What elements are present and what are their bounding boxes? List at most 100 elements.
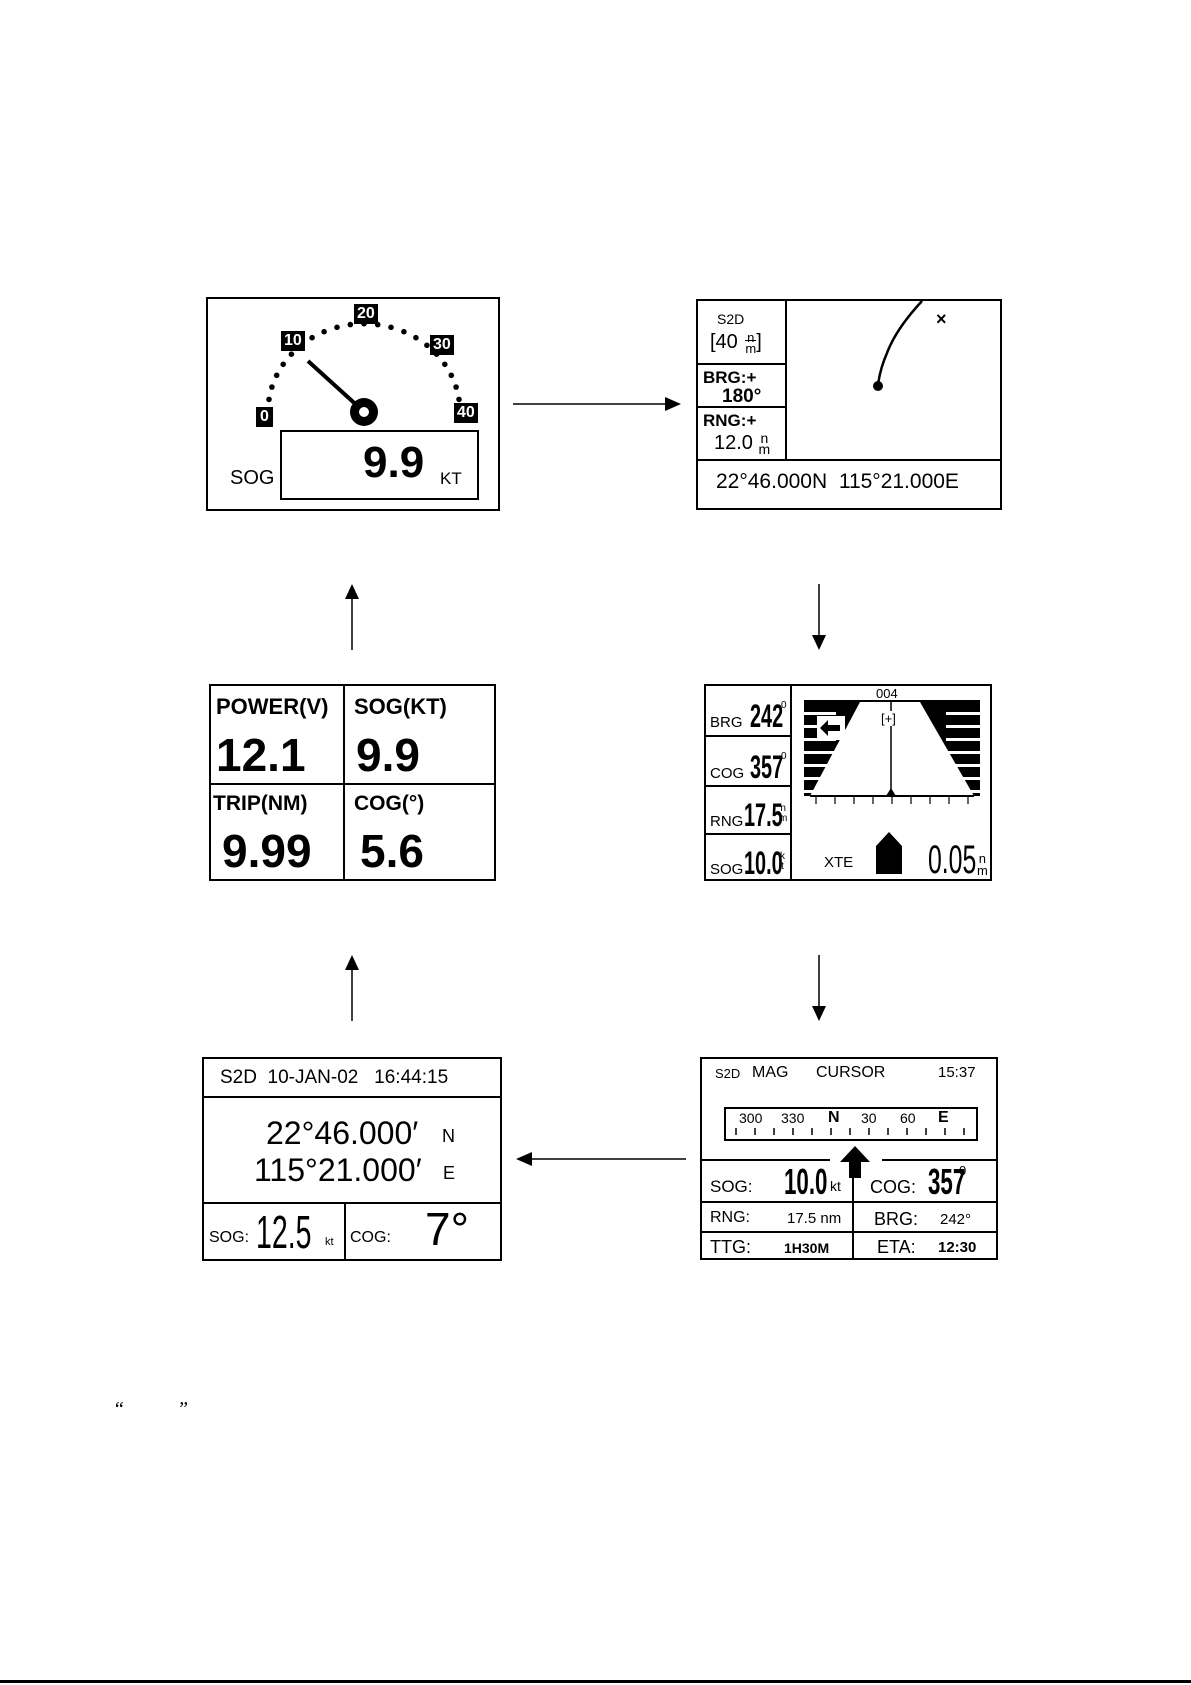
- gauge-dot: [442, 361, 448, 368]
- sog-kt-value: 9.9: [356, 729, 420, 781]
- gauge-dot: [269, 384, 275, 390]
- hw-xte-label: XTE: [824, 854, 854, 871]
- nav-sog-value: 10.0: [784, 1161, 828, 1202]
- course-marker: [886, 788, 896, 796]
- gauge-dot: [273, 372, 280, 379]
- tape-n: N: [828, 1109, 840, 1126]
- sog-label: SOG: [230, 467, 275, 489]
- lane-stripe: [804, 751, 836, 754]
- tape-60: 60: [900, 1110, 916, 1126]
- pos-cog-label: COG:: [350, 1229, 391, 1246]
- sog-value: 9.9: [363, 438, 425, 487]
- lane-stripe: [946, 738, 980, 741]
- cog-value: 5.6: [360, 825, 424, 877]
- tick-0: 0: [256, 407, 273, 427]
- pos-cog-value: 7°: [425, 1203, 469, 1255]
- hw-xte-value: 0.05: [928, 838, 977, 882]
- nav-cursor: CURSOR: [816, 1064, 886, 1081]
- gauge-dot: [347, 321, 354, 328]
- arrow-down: [812, 584, 826, 650]
- close-quote: ”: [177, 1398, 189, 1420]
- sog-unit: KT: [440, 469, 462, 488]
- hw-rng-value: 17.5: [744, 797, 783, 833]
- hw-brg-unit: 0: [781, 700, 787, 711]
- nav-cog-value: 357: [928, 1161, 966, 1202]
- pos-lat-hemi: N: [442, 1126, 455, 1146]
- gauge-dot: [309, 334, 315, 341]
- hw-waypoint: 004: [876, 686, 898, 701]
- gauge-dot: [453, 384, 459, 390]
- pos-sog-value: 12.5: [256, 1206, 312, 1258]
- tick-30: 30: [430, 335, 454, 355]
- gauge-dot: [388, 324, 394, 331]
- gauge-dot: [266, 396, 272, 403]
- trip-label: TRIP(NM): [213, 792, 308, 815]
- arrow-right: [513, 397, 681, 411]
- hw-cog-value: 357: [750, 749, 784, 785]
- boat-icon: [876, 832, 902, 874]
- nav-cog-label: COG:: [870, 1177, 917, 1197]
- tape-330: 330: [781, 1110, 805, 1126]
- trip-value: 9.99: [222, 825, 312, 877]
- cog-label: COG(°): [354, 792, 425, 815]
- speedometer-screen: 0 10 20 30 40 SOG 9.9 KT: [206, 297, 500, 511]
- sog-kt-label: SOG(KT): [354, 694, 447, 719]
- hw-cog-label: COG: [710, 765, 745, 782]
- lane-stripe: [804, 712, 836, 715]
- brg-label: BRG:+: [703, 368, 757, 387]
- nav-sog-unit: kt: [830, 1178, 841, 1194]
- tick-40: 40: [454, 403, 478, 423]
- nav-cog-unit: 0: [959, 1163, 967, 1178]
- arrow-up: [345, 584, 359, 650]
- navigation-screen: S2D MAG CURSOR 15:37 300 330 N 30 60 E S…: [700, 1057, 998, 1260]
- gauge-dot: [401, 328, 407, 335]
- pos-header: S2D 10-JAN-02 16:44:15: [220, 1067, 449, 1088]
- lane-stripe: [946, 725, 980, 728]
- gauge-dot: [456, 396, 462, 403]
- hw-cursor: [+]: [881, 711, 896, 726]
- tape-30: 30: [861, 1110, 877, 1126]
- nav-eta-label: ETA:: [877, 1237, 916, 1257]
- gauge-dot: [280, 361, 286, 368]
- tape-300: 300: [739, 1110, 763, 1126]
- arrow-up: [345, 955, 359, 1021]
- tick-20: 20: [354, 304, 378, 324]
- arrow-left: [516, 1152, 686, 1166]
- hw-brg-value: 242: [750, 698, 784, 734]
- position-readout: 22°46.000N 115°21.000E: [716, 470, 959, 493]
- compass-tape: 300 330 N 30 60 E: [724, 1107, 978, 1141]
- nav-eta-value: 12:30: [938, 1239, 977, 1256]
- nav-rng-value: 17.5 nm: [787, 1210, 842, 1227]
- highway-graphic: [804, 700, 980, 804]
- open-quote: “: [113, 1398, 125, 1420]
- hw-sog-value: 10.0: [744, 845, 783, 881]
- tape-e: E: [938, 1109, 949, 1126]
- nav-brg-value: 242°: [940, 1211, 972, 1228]
- arrow-down: [812, 955, 826, 1021]
- hw-brg-label: BRG: [710, 714, 743, 731]
- gauge-dot: [321, 328, 327, 335]
- nav-brg-label: BRG:: [874, 1209, 919, 1229]
- plot-mode: S2D: [717, 311, 745, 327]
- lane-stripe: [946, 751, 980, 754]
- heading-arrow-icon: [840, 1146, 870, 1178]
- tick-10: 10: [281, 331, 305, 351]
- vessel-position: [873, 381, 883, 391]
- nav-mag: MAG: [752, 1064, 789, 1081]
- brg-value: 180°: [722, 386, 762, 407]
- track-plot: ×: [873, 300, 947, 391]
- pos-sog-label: SOG:: [209, 1229, 250, 1246]
- gauge-dot: [424, 342, 430, 349]
- nav-ttg-value: 1H30M: [784, 1240, 830, 1256]
- pos-sog-unit: kt: [325, 1236, 334, 1248]
- power-value: 12.1: [216, 729, 306, 781]
- nav-rng-label: RNG:: [710, 1209, 750, 1226]
- gauge-dot: [334, 324, 340, 331]
- gauge-dot: [413, 334, 419, 341]
- page-bottom-rule: [0, 1680, 1191, 1683]
- hw-cog-unit: 0: [781, 751, 787, 762]
- pos-lat: 22°46.000′: [266, 1115, 419, 1151]
- waypoint-mark-icon: ×: [936, 309, 947, 329]
